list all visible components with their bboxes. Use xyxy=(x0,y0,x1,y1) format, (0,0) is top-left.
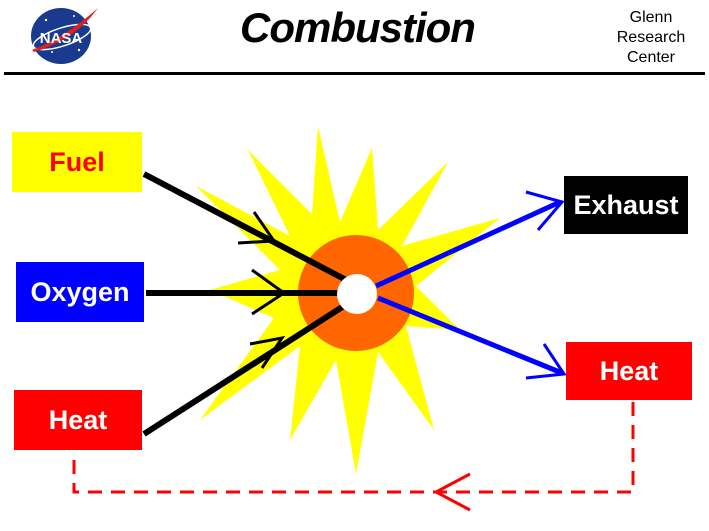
heat-input-box: Heat xyxy=(14,390,142,450)
org-name-line-3: Center xyxy=(626,49,676,66)
fuel-box: Fuel xyxy=(12,132,142,192)
heat-in-arrow xyxy=(142,299,352,437)
heat-out-arrowhead xyxy=(525,343,567,380)
nasa-logo-text: NASA xyxy=(40,30,83,47)
exhaust-arrow xyxy=(374,199,562,289)
org-name: Glenn Research Center xyxy=(596,8,706,68)
page-title: Combustion xyxy=(240,4,476,51)
oxygen-label: Oxygen xyxy=(30,276,130,307)
fuel-arrow xyxy=(142,171,352,285)
heat-in-arrowhead xyxy=(249,335,286,369)
oxygen-box: Oxygen xyxy=(16,262,144,322)
feedback-loop xyxy=(72,402,635,494)
reaction-center xyxy=(337,274,377,314)
exhaust-arrowhead xyxy=(525,190,565,231)
exhaust-box: Exhaust xyxy=(564,176,688,234)
fuel-label: Fuel xyxy=(49,146,105,177)
heat-input-label: Heat xyxy=(48,404,108,435)
org-name-line-1: Glenn xyxy=(629,9,673,26)
nasa-logo: NASA xyxy=(31,8,98,64)
heat-output-box: Heat xyxy=(566,342,692,400)
heat-output-label: Heat xyxy=(599,355,659,386)
heat-out-arrow xyxy=(377,295,563,376)
org-name-line-2: Research xyxy=(616,29,686,46)
oxygen-arrowhead xyxy=(251,268,287,316)
feedback-arrowhead xyxy=(432,472,471,512)
exhaust-label: Exhaust xyxy=(573,189,679,220)
fuel-arrowhead xyxy=(237,211,277,245)
header-divider xyxy=(4,72,705,75)
